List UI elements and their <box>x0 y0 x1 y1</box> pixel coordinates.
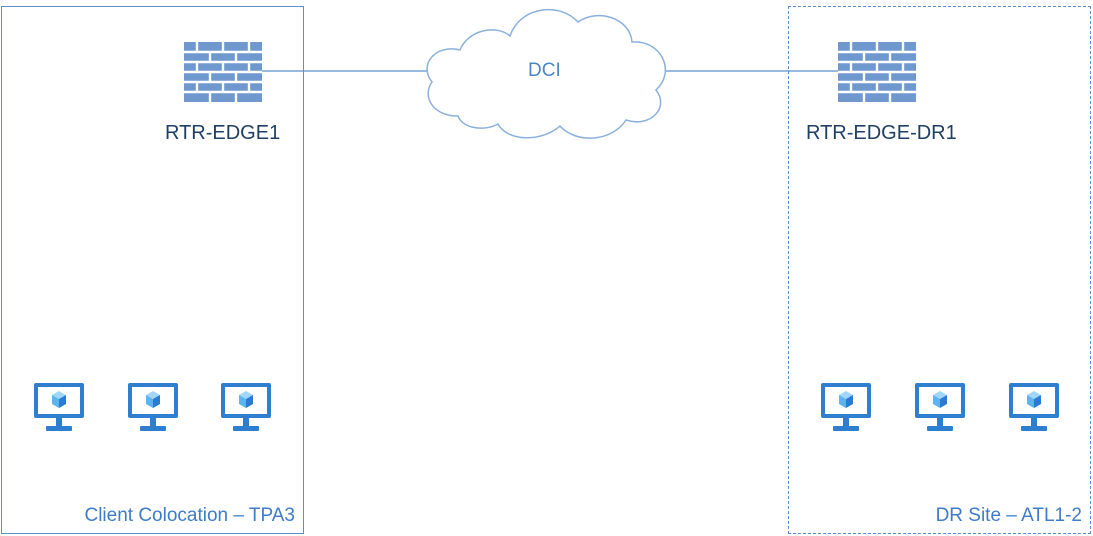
vm-monitor-icon <box>1008 382 1060 434</box>
firewall-icon <box>838 42 916 102</box>
site-dr-label: DR Site – ATL1-2 <box>935 505 1082 526</box>
vm-monitor-icon <box>33 382 85 434</box>
site-primary-label: Client Colocation – TPA3 <box>84 505 295 526</box>
firewall-primary-label: RTR-EDGE1 <box>165 122 281 144</box>
vm-monitor-icon <box>820 382 872 434</box>
dci-label: DCI <box>528 60 561 81</box>
site-primary-container: Client Colocation – TPA3 <box>1 6 304 534</box>
vm-monitor-icon <box>220 382 272 434</box>
site-dr-container: DR Site – ATL1-2 <box>788 6 1091 534</box>
dci-cloud-icon <box>426 8 667 139</box>
vm-monitor-icon <box>914 382 966 434</box>
vm-monitor-icon <box>127 382 179 434</box>
firewall-icon <box>184 42 262 102</box>
firewall-dr-label: RTR-EDGE-DR1 <box>806 122 957 144</box>
